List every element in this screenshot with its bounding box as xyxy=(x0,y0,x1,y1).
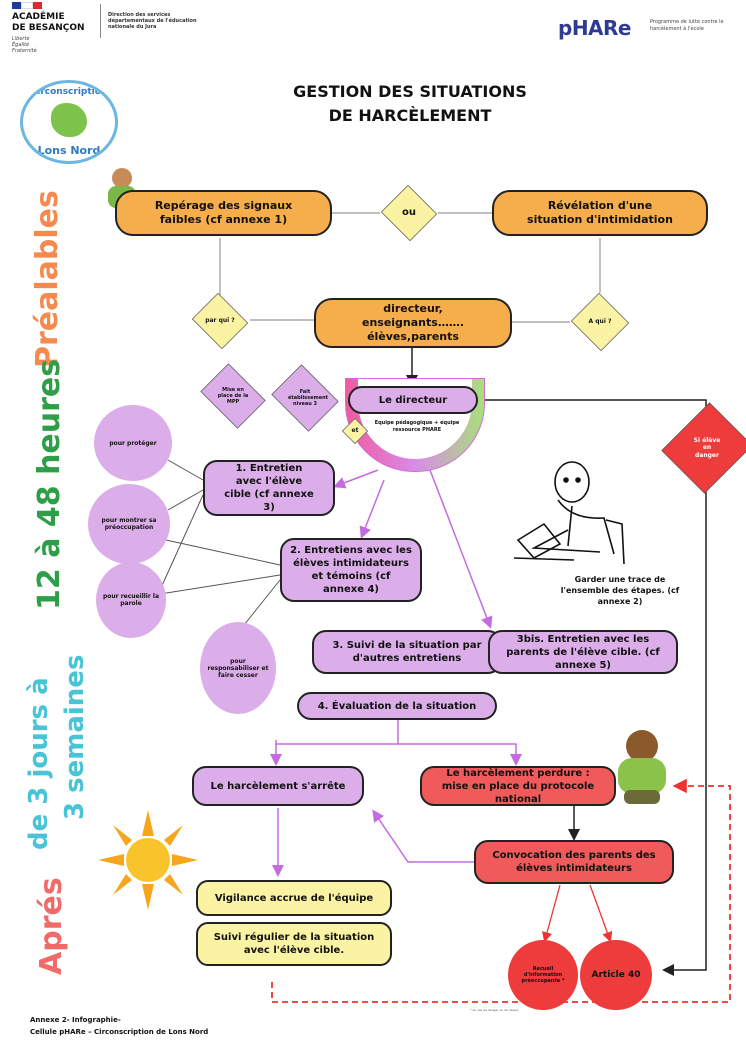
marianne-flag xyxy=(12,2,42,9)
circle-recueillir: pour recueillir la parole xyxy=(96,562,166,638)
label-3-jours: de 3 jours à xyxy=(24,677,54,850)
reperage-box: Repérage des signaux faibles (cf annexe … xyxy=(115,190,332,236)
recueil-circle: Recueil d'information préoccupante * xyxy=(508,940,578,1010)
circo-top-text: Circonscription xyxy=(30,87,108,97)
danger-diamond: Si élève en danger xyxy=(661,400,746,496)
suivi-entretiens-box: 3. Suivi de la situation par d'autres en… xyxy=(312,630,502,674)
sun-icon xyxy=(98,810,198,910)
entretiens-intimidateurs-box: 2. Entretiens avec les élèves intimidate… xyxy=(280,538,422,602)
suivi-regulier-box: Suivi régulier de la situation avec l'él… xyxy=(196,922,392,966)
vigilance-box: Vigilance accrue de l'équipe xyxy=(196,880,392,916)
footer-annexe: Annexe 2- Infographie- Cellule pHARe – C… xyxy=(30,1016,209,1036)
equipe-label: Equipe pédagogique + équipe ressource PH… xyxy=(374,420,460,433)
garder-trace-text: Garder une trace de l'ensemble des étape… xyxy=(560,575,680,606)
entretien-parents-box: 3bis. Entretien avec les parents de l'él… xyxy=(488,630,678,674)
page-title: GESTION DES SITUATIONS DE HARCÈLEMENT xyxy=(293,82,527,125)
label-prealables: Préalables xyxy=(30,190,65,368)
mpp-diamond: Mise en place de la MPP xyxy=(196,363,270,429)
jura-map-icon xyxy=(51,103,87,137)
phare-tagline: Programme de lutte contre le harcèlement… xyxy=(650,19,724,32)
danger-footnote: * en cas de danger ou de risque xyxy=(470,1008,519,1012)
ou-diamond: ou xyxy=(380,184,438,242)
directeur-box: Le directeur xyxy=(348,386,478,414)
phare-logo: pHARe xyxy=(558,16,632,40)
label-apres: Aprés xyxy=(34,877,69,975)
article40-circle: Article 40 xyxy=(580,940,652,1010)
circle-responsabiliser: pour responsabiliser et faire cesser xyxy=(200,622,276,714)
circle-proteger: pour protéger xyxy=(94,405,172,481)
revelation-box: Révélation d'une situation d'intimidatio… xyxy=(492,190,708,236)
academie-name: ACADÉMIE DE BESANÇON xyxy=(12,12,85,33)
a-qui-diamond: A qui ? xyxy=(570,292,630,352)
label-12-48-heures: 12 à 48 heures xyxy=(32,358,67,610)
entretien-cible-box: 1. Entretien avec l'élève cible (cf anne… xyxy=(203,460,335,516)
et-diamond: et xyxy=(341,417,369,445)
circo-bottom-text: Lons Nord xyxy=(37,144,101,157)
writing-person-icon xyxy=(514,461,625,565)
convocation-box: Convocation des parents des élèves intim… xyxy=(474,840,674,884)
fait-etablissement-diamond: Fait établissement niveau 3 xyxy=(268,364,342,432)
par-qui-diamond: par qui ? xyxy=(190,292,250,350)
acteurs-box: directeur, enseignants……. élèves,parents xyxy=(314,298,512,348)
circle-montrer: pour montrer sa préoccupation xyxy=(88,484,170,564)
harcelement-perdure-box: Le harcèlement perdure : mise en place d… xyxy=(420,766,616,806)
circonscription-logo: Circonscription Lons Nord xyxy=(20,80,118,164)
direction-label: Direction des services départementaux de… xyxy=(108,12,197,30)
header-divider xyxy=(100,4,101,38)
label-3-semaines: 3 semaines xyxy=(60,654,90,820)
evaluation-box: 4. Évaluation de la situation xyxy=(297,692,497,720)
harcelement-arrete-box: Le harcèlement s'arrête xyxy=(192,766,364,806)
sad-child-icon xyxy=(614,730,670,806)
